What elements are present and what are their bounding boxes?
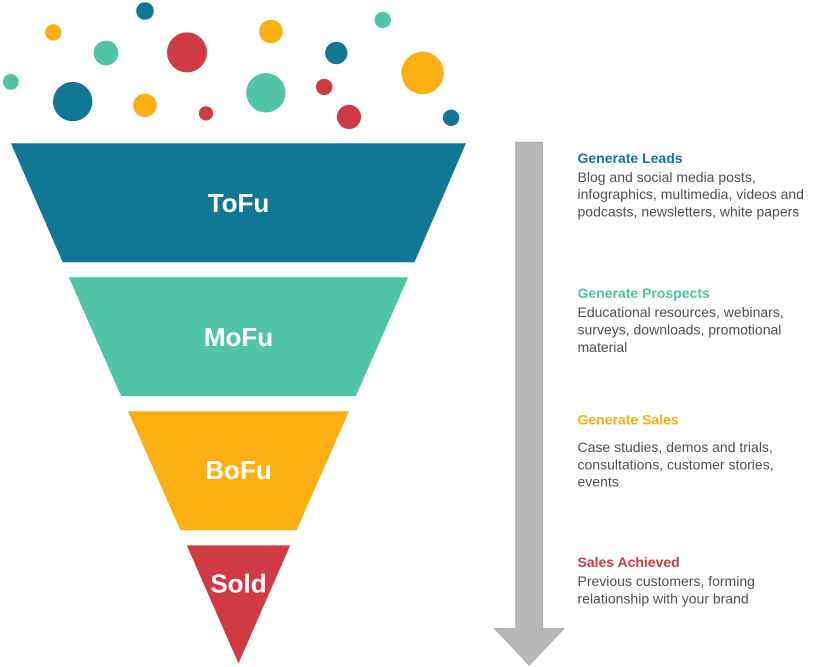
svg-text:material: material — [578, 339, 628, 355]
svg-text:Generate Leads: Generate Leads — [578, 150, 683, 166]
svg-text:infographics, multimedia, vide: infographics, multimedia, videos and — [578, 186, 804, 202]
svg-text:Generate Prospects: Generate Prospects — [578, 285, 710, 301]
svg-text:consultations, customer storie: consultations, customer stories, — [578, 456, 774, 472]
svg-text:events: events — [578, 474, 619, 490]
svg-text:Blog and social media posts,: Blog and social media posts, — [578, 169, 756, 185]
svg-text:ToFu: ToFu — [208, 188, 270, 218]
svg-text:surveys, downloads, promotiona: surveys, downloads, promotional — [578, 322, 782, 338]
svg-text:Sales Achieved: Sales Achieved — [578, 554, 680, 570]
svg-text:BoFu: BoFu — [205, 455, 271, 485]
svg-text:podcasts, newsletters, white p: podcasts, newsletters, white papers — [578, 204, 800, 220]
svg-text:Sold: Sold — [210, 569, 266, 599]
svg-text:Generate Sales: Generate Sales — [578, 411, 679, 427]
svg-text:Previous customers, forming: Previous customers, forming — [578, 573, 755, 589]
svg-text:relationship with your brand: relationship with your brand — [578, 590, 749, 606]
svg-text:Educational resources, webinar: Educational resources, webinars, — [578, 304, 784, 320]
svg-text:Case studies, demos and trials: Case studies, demos and trials, — [578, 439, 773, 455]
svg-text:MoFu: MoFu — [204, 322, 273, 352]
